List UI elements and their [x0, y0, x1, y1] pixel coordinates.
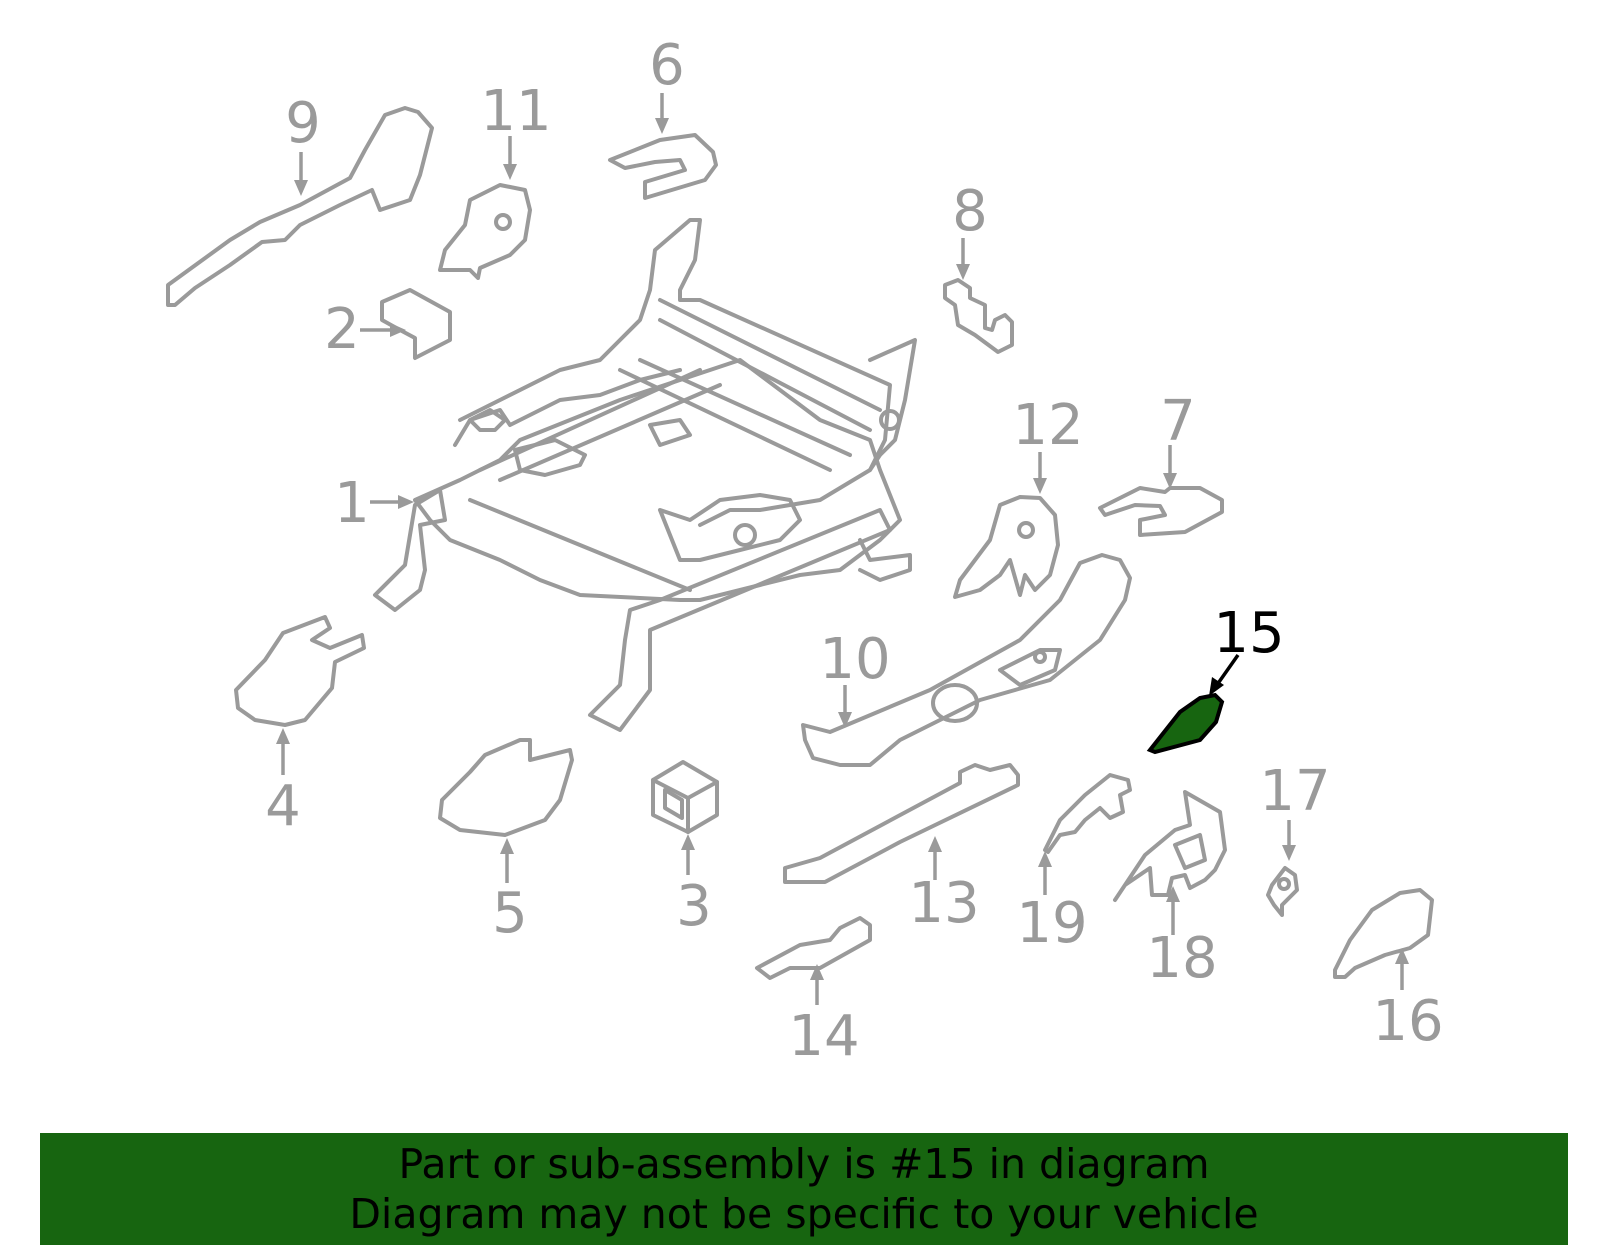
arrow-6 — [655, 93, 669, 134]
part-6 — [608, 133, 718, 200]
part-8 — [943, 278, 1014, 354]
part-12 — [953, 495, 1060, 599]
callout-2: 2 — [324, 297, 360, 362]
callout-9: 9 — [285, 91, 321, 156]
arrow-19 — [1038, 851, 1052, 895]
part-15-highlighted — [1146, 692, 1225, 755]
part-2 — [380, 288, 452, 360]
arrow-12 — [1033, 452, 1047, 494]
callout-10: 10 — [819, 627, 890, 692]
arrow-1 — [370, 495, 414, 509]
callout-15: 15 — [1213, 601, 1284, 666]
callout-14: 14 — [788, 1004, 859, 1069]
callout-8: 8 — [952, 179, 988, 244]
part-1-seat-frame — [373, 218, 917, 732]
arrow-5 — [500, 838, 514, 883]
callout-1: 1 — [334, 471, 370, 536]
arrow-8 — [956, 238, 970, 280]
arrow-15 — [1209, 653, 1240, 696]
arrow-7 — [1163, 445, 1177, 489]
arrow-14 — [810, 964, 824, 1005]
part-17 — [1266, 866, 1299, 917]
part-19 — [1043, 773, 1132, 854]
callout-19: 19 — [1016, 891, 1087, 956]
callout-3: 3 — [676, 874, 712, 939]
banner-line-1: Part or sub-assembly is #15 in diagram — [398, 1140, 1210, 1188]
arrow-2 — [360, 323, 406, 337]
part-9 — [166, 106, 434, 307]
part-13 — [783, 763, 1020, 884]
part-10 — [801, 553, 1132, 767]
callout-17: 17 — [1259, 759, 1330, 824]
callout-11: 11 — [480, 79, 551, 144]
callout-18: 18 — [1146, 926, 1217, 991]
part-5 — [438, 738, 574, 837]
arrow-16 — [1395, 948, 1409, 990]
info-banner: Part or sub-assembly is #15 in diagram D… — [40, 1133, 1568, 1245]
callout-4: 4 — [265, 774, 301, 839]
part-3 — [651, 760, 719, 834]
part-7 — [1098, 486, 1224, 537]
part-14 — [755, 916, 872, 980]
arrow-17 — [1282, 820, 1296, 861]
callout-12: 12 — [1012, 393, 1083, 458]
arrow-13 — [928, 836, 942, 880]
arrow-4 — [276, 728, 290, 775]
part-16 — [1333, 888, 1434, 979]
part-4 — [234, 615, 366, 727]
arrow-3 — [681, 834, 695, 875]
callout-5: 5 — [492, 881, 528, 946]
callout-13: 13 — [908, 871, 979, 936]
arrow-9 — [294, 152, 308, 196]
callout-6: 6 — [649, 33, 685, 98]
arrow-10 — [838, 685, 852, 728]
banner-line-2: Diagram may not be specific to your vehi… — [349, 1190, 1259, 1238]
arrow-18 — [1166, 886, 1180, 935]
arrow-11 — [503, 136, 517, 180]
part-18 — [1113, 790, 1227, 902]
part-11 — [438, 183, 532, 280]
callout-7: 7 — [1160, 389, 1196, 454]
callout-16: 16 — [1372, 989, 1443, 1054]
